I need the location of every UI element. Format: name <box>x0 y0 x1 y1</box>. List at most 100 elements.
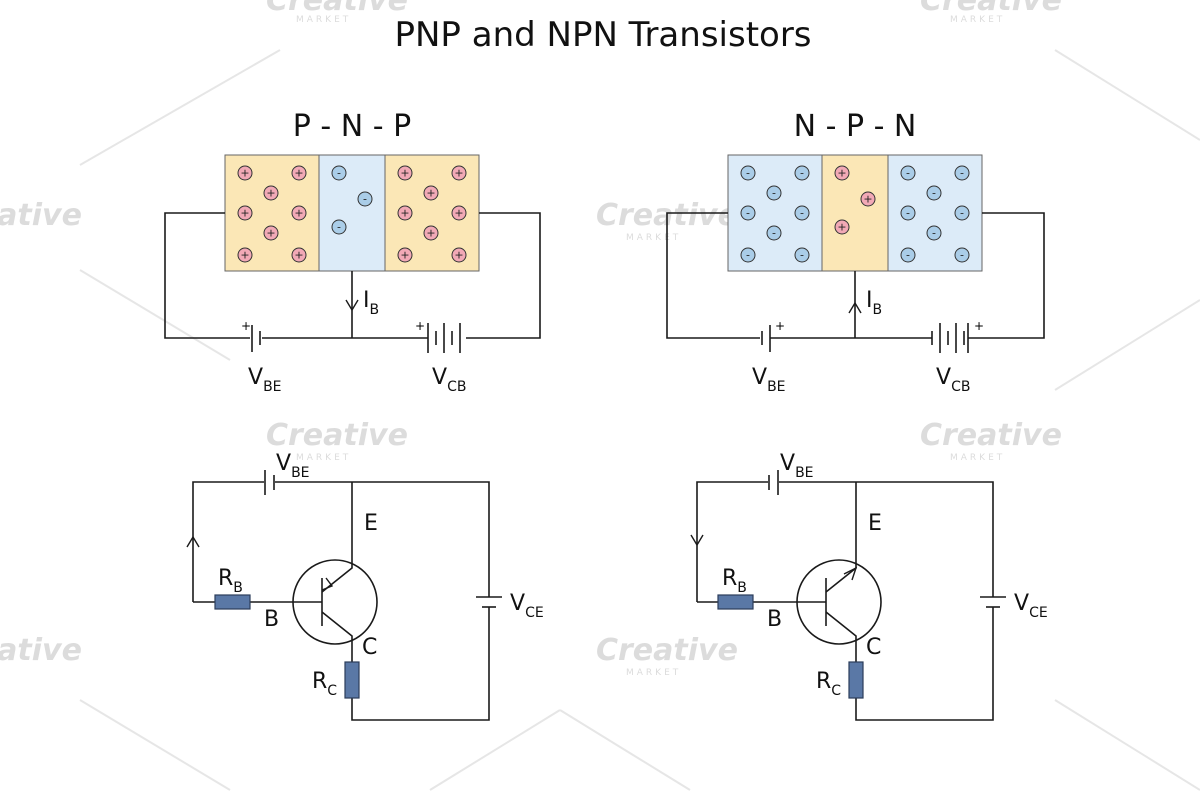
npn-carrier-electron <box>900 247 916 263</box>
watermark-text: Creative <box>920 418 1062 453</box>
npn-carrier-symbol: - <box>960 249 964 262</box>
pnp-region-n <box>318 154 386 272</box>
watermark-text: Creative <box>596 633 738 668</box>
pnp-carrier-hole <box>397 165 413 181</box>
pnp-vcb-polarity: + <box>415 319 425 333</box>
npn-transistor-symbol <box>796 559 882 645</box>
pnp-carrier-electron <box>331 219 347 235</box>
pnp-vcb-label: VCB <box>432 365 466 395</box>
pnp-carrier-symbol: + <box>294 207 303 220</box>
pnp-circuit-loop-top <box>192 481 490 721</box>
pnp-carrier-symbol: + <box>454 249 463 262</box>
watermark-text: Creative <box>266 0 408 18</box>
pnp-carriers: ++++++++---++++++++ <box>237 165 467 263</box>
npn-carrier-electron <box>794 247 810 263</box>
pnp-circuit-base-terminal: B <box>264 607 279 632</box>
pnp-transistor-emitter-arrow <box>321 577 334 591</box>
npn-carrier-hole <box>860 191 876 207</box>
pnp-carrier-symbol: - <box>337 221 341 234</box>
watermark-text: Creative <box>920 0 1062 18</box>
pnp-circuit-rc-label: RC <box>312 669 337 699</box>
npn-carrier-electron <box>954 205 970 221</box>
npn-carrier-electron <box>740 205 756 221</box>
npn-vbe-battery: + <box>761 319 785 352</box>
npn-carrier-symbol: - <box>906 207 910 220</box>
npn-carrier-electron <box>954 247 970 263</box>
pnp-carrier-symbol: + <box>240 249 249 262</box>
pnp-block: P - N - P ++++++++---++++++++ IB + VBE +… <box>164 109 541 395</box>
npn-transistor-emitter-arrow <box>843 566 858 581</box>
npn-circuit-emitter-terminal: E <box>868 511 882 536</box>
npn-carrier-symbol: + <box>837 221 846 234</box>
npn-circuit-base-terminal: B <box>767 607 782 632</box>
pnp-carrier-symbol: + <box>400 249 409 262</box>
watermark-text: Creative <box>0 633 82 668</box>
pnp-carrier-symbol: + <box>266 227 275 240</box>
pnp-carrier-hole <box>291 205 307 221</box>
watermark-subtext: MARKET <box>626 668 681 678</box>
pnp-wire-collector <box>466 212 541 339</box>
npn-carrier-symbol: - <box>906 249 910 262</box>
pnp-wire-base <box>262 271 428 339</box>
pnp-carrier-hole <box>237 247 253 263</box>
npn-carrier-hole <box>834 165 850 181</box>
npn-transistor-emitter-leg <box>825 482 857 593</box>
npn-vcb-battery: + <box>931 319 984 353</box>
pnp-transistor-symbol <box>292 559 378 645</box>
npn-carrier-symbol: - <box>906 167 910 180</box>
pnp-carrier-symbol: + <box>426 227 435 240</box>
npn-carrier-electron <box>766 225 782 241</box>
pnp-circuit-emitter-terminal: E <box>364 511 378 536</box>
npn-layers-label: N - P - N <box>794 109 917 144</box>
pnp-circuit-current-arrow <box>186 535 200 548</box>
npn-carrier-electron <box>794 165 810 181</box>
npn-carrier-symbol: - <box>800 207 804 220</box>
pnp-carrier-symbol: + <box>400 207 409 220</box>
pnp-carrier-hole <box>451 247 467 263</box>
npn-region-p <box>821 154 889 272</box>
npn-carrier-electron <box>900 205 916 221</box>
npn-carrier-symbol: - <box>746 249 750 262</box>
pnp-carrier-hole <box>263 225 279 241</box>
pnp-carrier-hole <box>451 165 467 181</box>
pnp-carrier-hole <box>291 165 307 181</box>
pnp-circuit-vce-label: VCE <box>510 591 544 621</box>
npn-vbe-label: VBE <box>752 365 786 395</box>
npn-carrier-electron <box>900 165 916 181</box>
npn-circuit-rb-label: RB <box>722 566 747 596</box>
npn-carrier-electron <box>740 165 756 181</box>
npn-carrier-symbol: - <box>932 227 936 240</box>
page-title: PNP and NPN Transistors <box>394 15 811 55</box>
pnp-wire-emitter <box>164 212 250 339</box>
watermark-subtext: MARKET <box>626 233 681 243</box>
pnp-carrier-hole <box>237 165 253 181</box>
npn-circuit-rc-resistor <box>848 661 864 699</box>
npn-carriers: --------+++-------- <box>740 165 970 263</box>
watermark-subtext: MARKET <box>950 453 1005 463</box>
npn-base-current-arrow <box>848 301 862 314</box>
npn-ib-label: IB <box>866 288 882 318</box>
npn-carrier-symbol: - <box>772 187 776 200</box>
pnp-carrier-symbol: + <box>240 207 249 220</box>
npn-carrier-symbol: - <box>800 167 804 180</box>
pnp-carrier-symbol: - <box>363 193 367 206</box>
watermark-subtext: MARKET <box>296 453 351 463</box>
pnp-carrier-hole <box>397 205 413 221</box>
pnp-carrier-symbol: + <box>454 207 463 220</box>
pnp-circuit: VBE RB B E C RC VCE <box>186 451 544 721</box>
pnp-transistor-collector-leg <box>321 611 353 662</box>
npn-wire-emitter <box>666 212 760 339</box>
npn-carrier-electron <box>954 165 970 181</box>
npn-circuit-vce-label: VCE <box>1014 591 1048 621</box>
pnp-carrier-symbol: + <box>454 167 463 180</box>
npn-carrier-symbol: - <box>960 207 964 220</box>
pnp-ib-label: IB <box>363 288 379 318</box>
npn-wire-collector <box>968 212 1045 339</box>
pnp-carrier-symbol: + <box>240 167 249 180</box>
pnp-carrier-symbol: + <box>400 167 409 180</box>
npn-carrier-symbol: - <box>772 227 776 240</box>
pnp-vbe-battery: + <box>241 319 261 352</box>
npn-carrier-electron <box>740 247 756 263</box>
